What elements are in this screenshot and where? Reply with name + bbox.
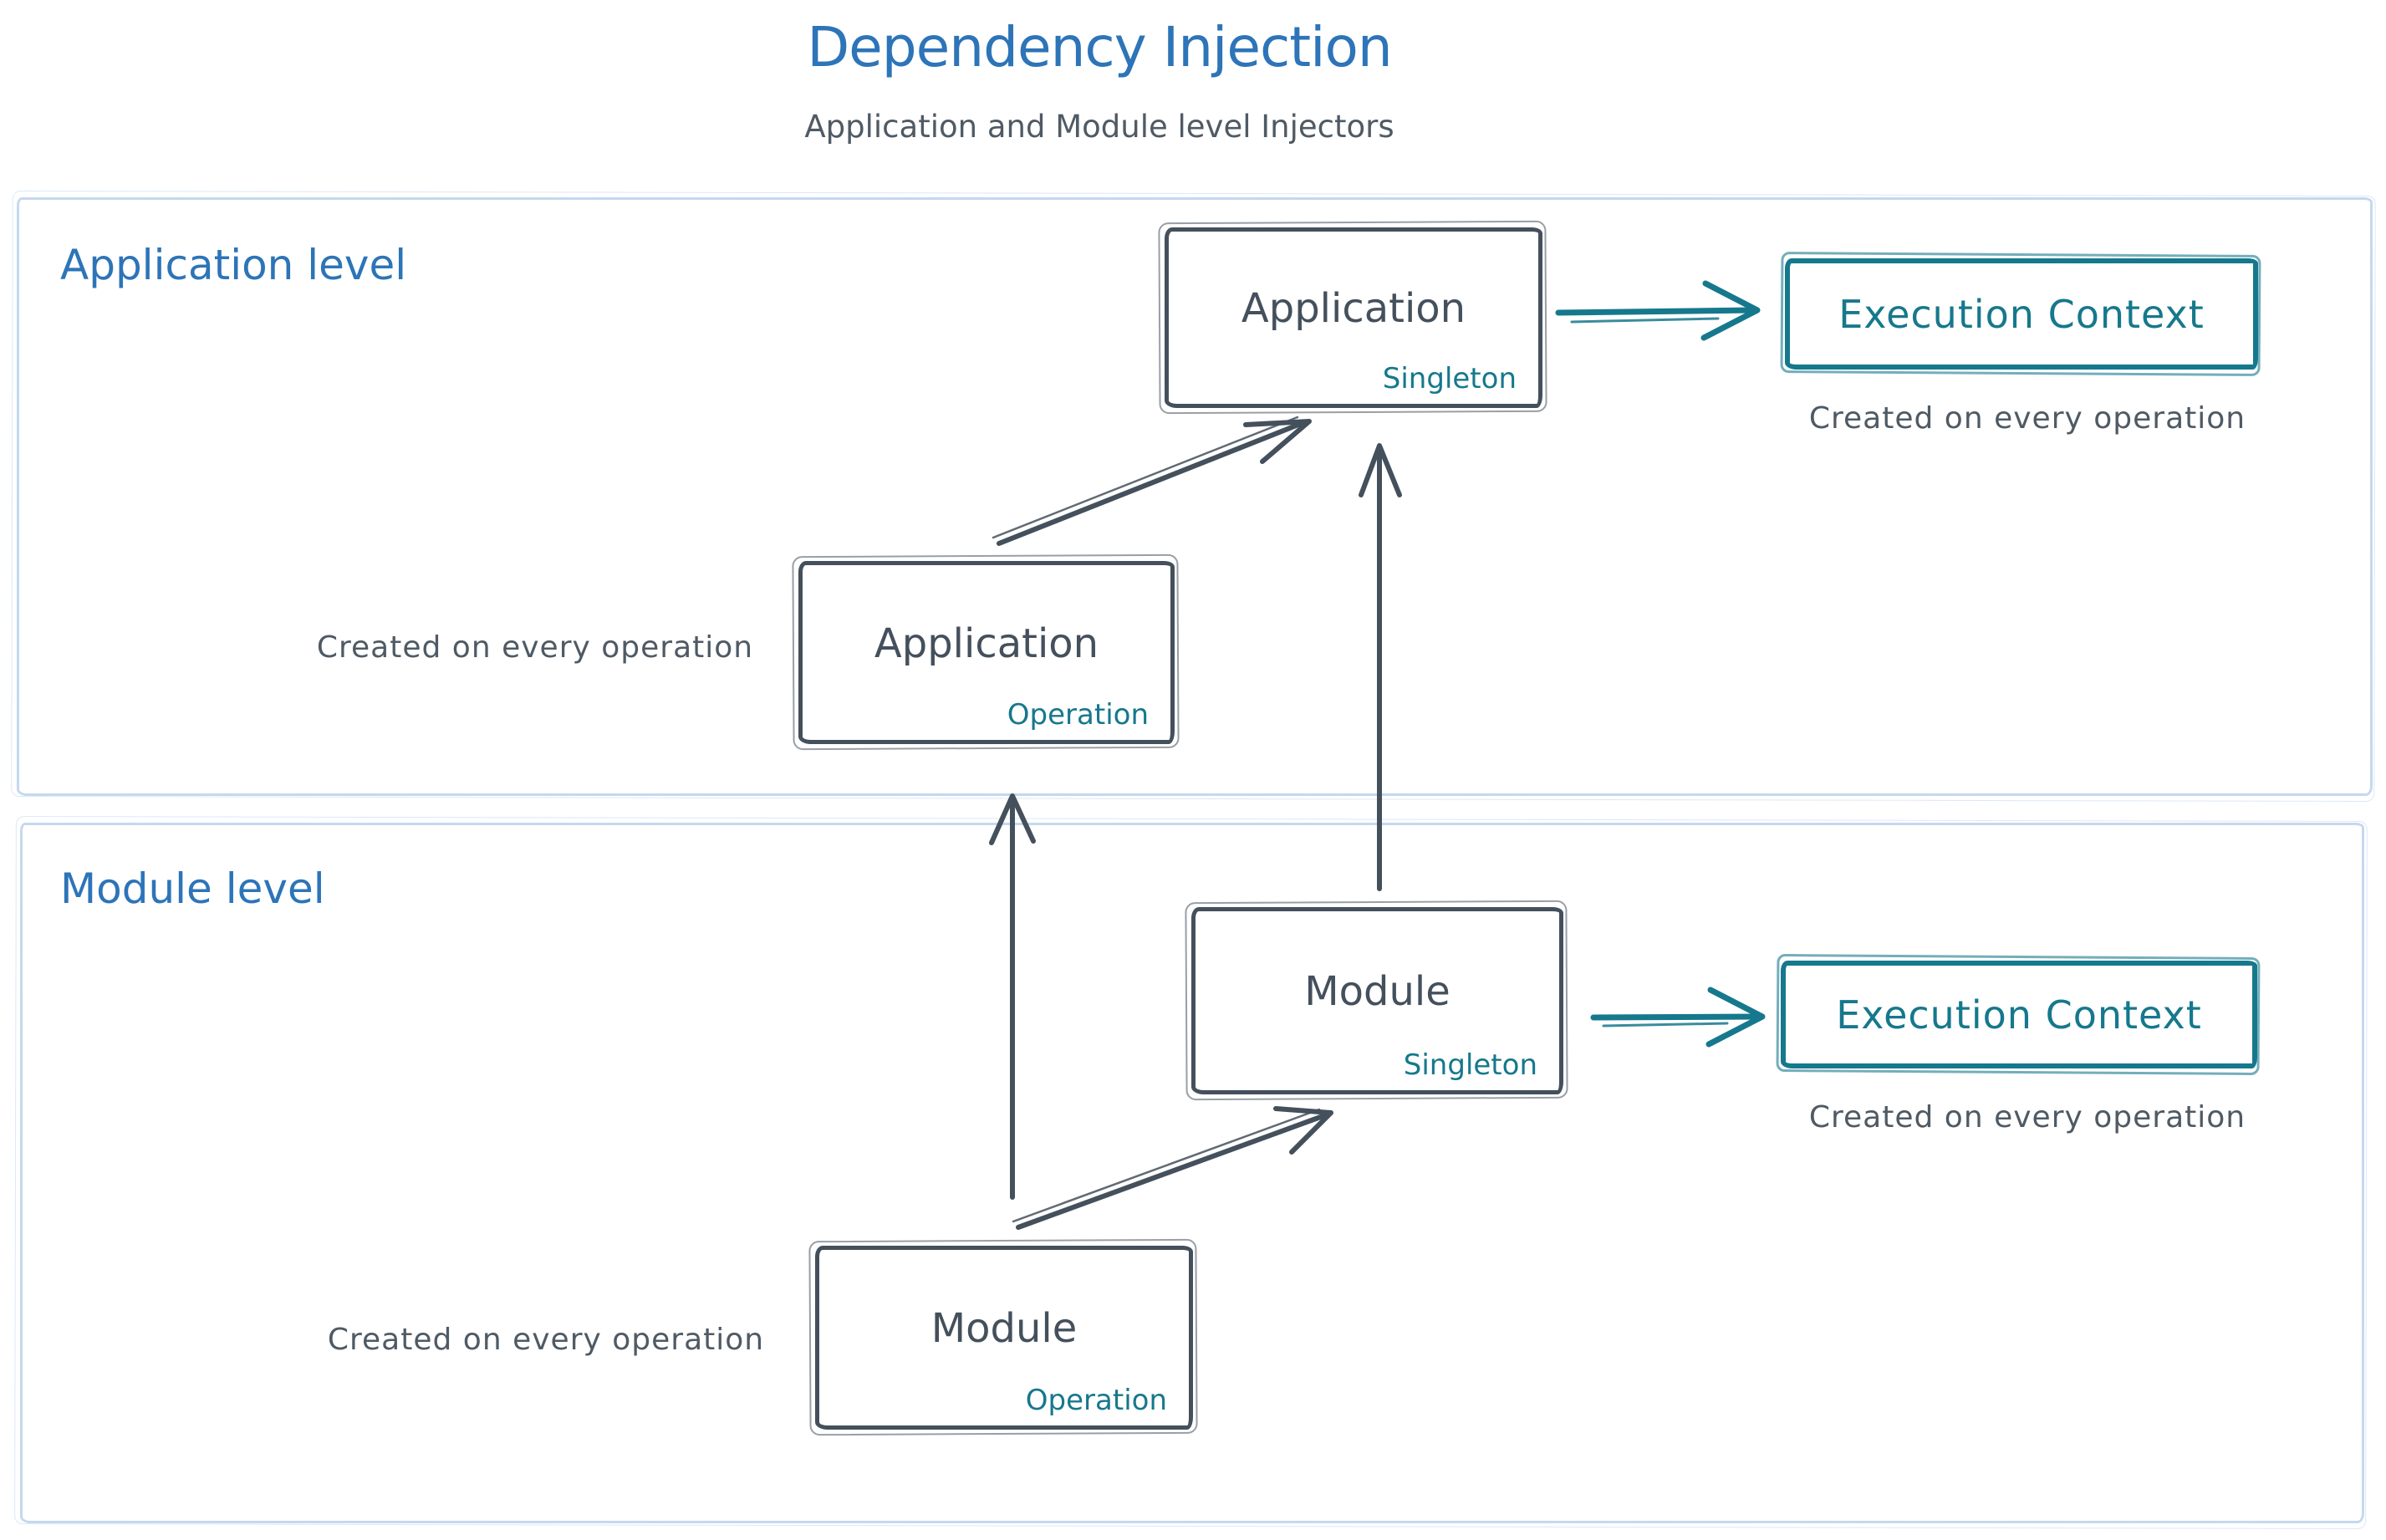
application-singleton-label: Application xyxy=(1241,285,1466,332)
execution-context-app-box: Execution Context xyxy=(1785,258,2258,370)
application-singleton-variant: Singleton xyxy=(1382,362,1517,395)
application-operation-label: Application xyxy=(874,620,1099,667)
page-subtitle: Application and Module level Injectors xyxy=(804,109,1394,145)
execution-context-app-label: Execution Context xyxy=(1838,291,2205,337)
caption-execution-context-module: Created on every operation xyxy=(1808,1100,2246,1135)
application-level-panel xyxy=(17,197,2373,796)
application-level-label: Application level xyxy=(60,241,407,289)
module-singleton-variant: Singleton xyxy=(1403,1048,1537,1082)
caption-application-operation: Created on every operation xyxy=(316,630,754,665)
module-level-label: Module level xyxy=(60,864,325,913)
execution-context-module-label: Execution Context xyxy=(1836,992,2202,1038)
caption-module-operation: Created on every operation xyxy=(327,1323,765,1357)
page-title: Dependency Injection xyxy=(807,15,1392,79)
caption-execution-context-app: Created on every operation xyxy=(1808,401,2246,436)
application-singleton-box: Application Singleton xyxy=(1165,227,1542,408)
application-operation-variant: Operation xyxy=(1007,698,1149,732)
module-operation-box: Module Operation xyxy=(815,1246,1193,1430)
execution-context-module-box: Execution Context xyxy=(1781,961,2257,1068)
module-level-panel xyxy=(20,823,2364,1523)
application-operation-box: Application Operation xyxy=(798,561,1175,744)
module-singleton-box: Module Singleton xyxy=(1191,907,1563,1094)
module-operation-variant: Operation xyxy=(1025,1384,1167,1417)
module-operation-label: Module xyxy=(930,1305,1078,1352)
module-singleton-label: Module xyxy=(1304,968,1450,1015)
